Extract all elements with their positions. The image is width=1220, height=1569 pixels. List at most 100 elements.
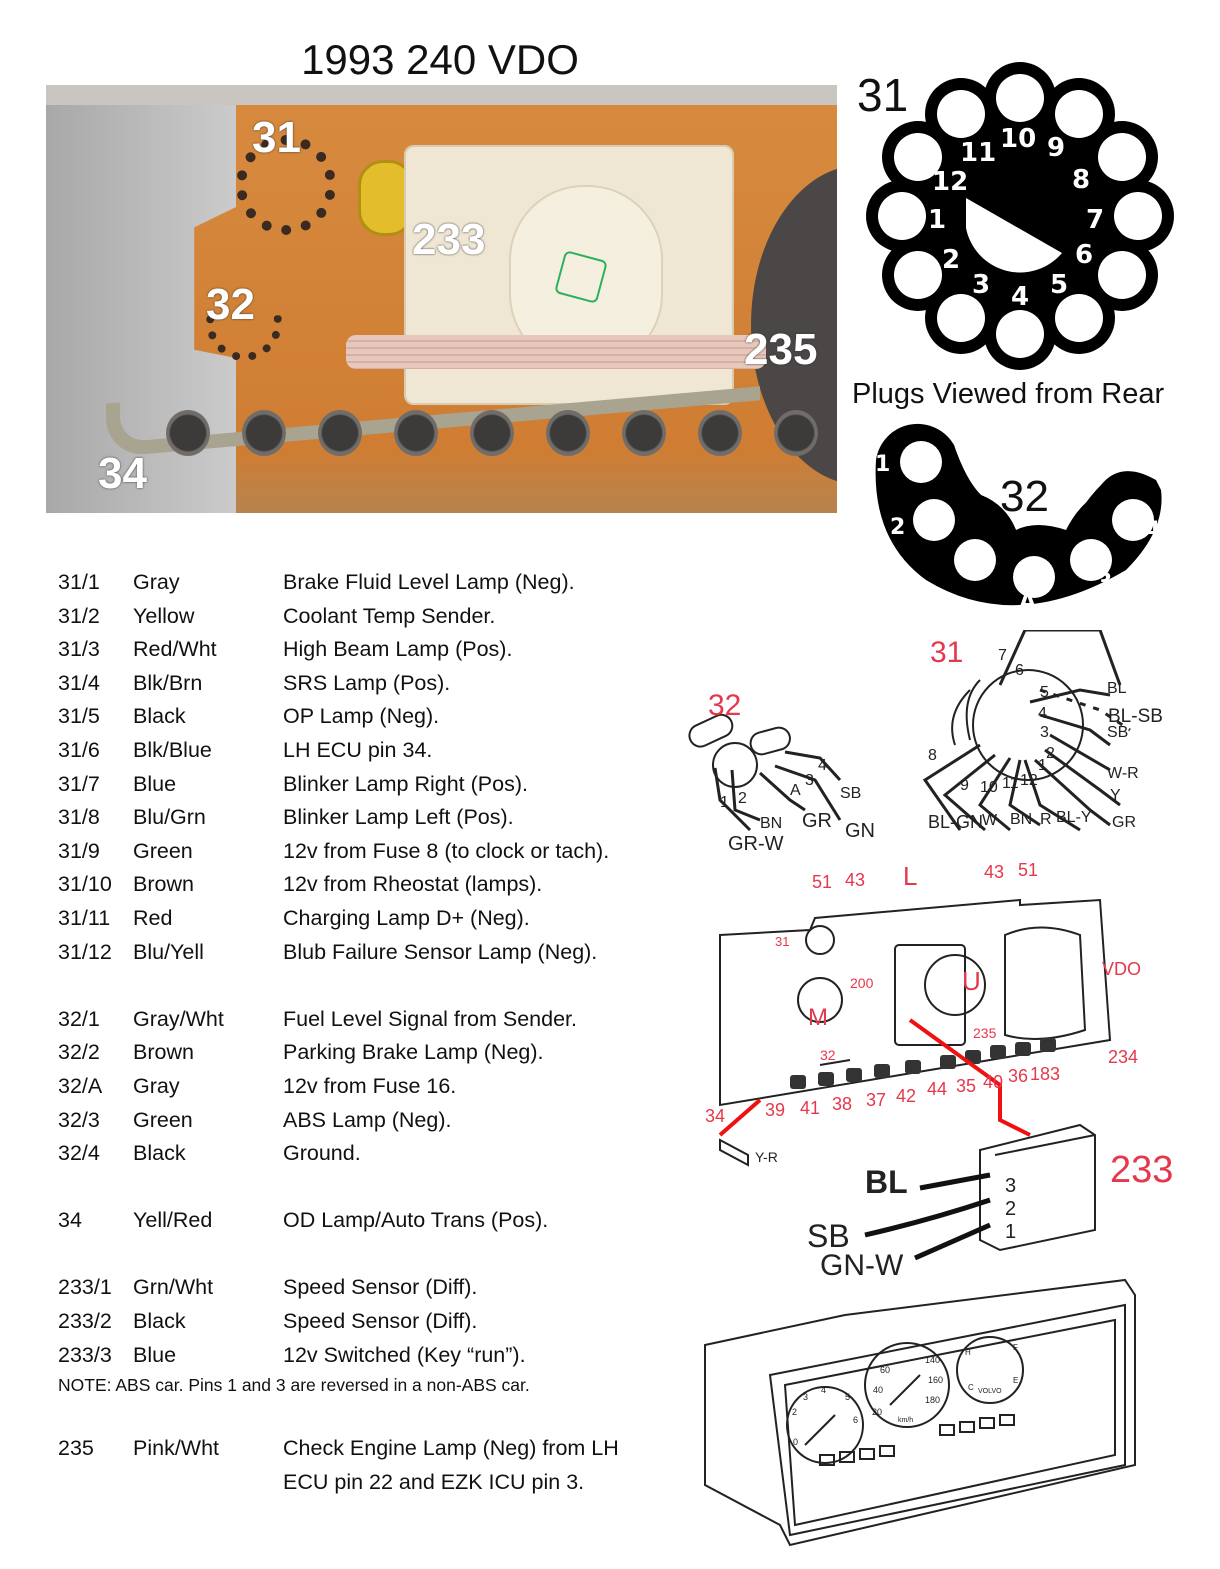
c32-wire-grw: GR-W (728, 833, 784, 855)
wire-color: Green (133, 838, 193, 863)
pin-id: 31/1 (58, 570, 100, 594)
plug-31-label: 31 (857, 69, 909, 121)
pin-id: 31/10 (58, 872, 112, 897)
pin-function: SRS Lamp (Pos). (283, 670, 451, 695)
board-label-42: 42 (896, 1086, 916, 1106)
board-label-183: 183 (1030, 1064, 1060, 1084)
board-label-34: 34 (705, 1106, 725, 1126)
board-label-41: 41 (800, 1098, 820, 1118)
abs-note: NOTE: ABS car. Pins 1 and 3 are reversed… (58, 1375, 530, 1396)
pin-function: Ground. (283, 1141, 361, 1166)
c31-wire-w: W (982, 812, 998, 829)
pin-id: 32/A (58, 1073, 103, 1098)
wire-color: Brown (133, 1040, 194, 1065)
wire-color: Blu/Grn (133, 805, 206, 830)
cluster-back-photo: 31 32 233 235 34 (46, 85, 837, 513)
plug31-pin-7: 7 (1086, 205, 1105, 235)
c31-pin-7: 7 (998, 647, 1007, 664)
board-label-235: 235 (973, 1025, 997, 1041)
board-label-vdo: VDO (1102, 959, 1141, 979)
plugs-caption: Plugs Viewed from Rear (852, 378, 1165, 410)
pin-id: 32/3 (58, 1107, 100, 1132)
plug32-pin-3: 3 (1097, 570, 1113, 595)
photo-label-32: 32 (206, 280, 255, 329)
plug31-pin-3: 3 (972, 270, 991, 300)
photo-label-235: 235 (744, 325, 818, 374)
plug31-pin-4: 4 (1011, 282, 1030, 312)
pin-id: 31/4 (58, 670, 100, 695)
board-label-40: 40 (983, 1072, 1003, 1092)
pin-id: 31/2 (58, 603, 100, 628)
plug31-pin-8: 8 (1072, 165, 1091, 195)
pin-function: Fuel Level Signal from Sender. (283, 1006, 577, 1031)
pin-function: Coolant Temp Sender. (283, 603, 496, 628)
table-row: 32/4 Black Ground. (58, 1137, 658, 1171)
c32-wire-bn: BN (760, 815, 782, 832)
wire-color: Red/Wht (133, 637, 217, 662)
plug32-pin-A: A (1019, 590, 1037, 615)
c32-pin-3: 3 (805, 772, 814, 789)
wire-34-label: Y-R (755, 1149, 778, 1165)
pin-function: Blinker Lamp Right (Pos). (283, 771, 528, 796)
w233-wire-sb: SB (807, 1218, 850, 1254)
wire-color: Black (133, 1141, 186, 1166)
bulb-socket-row (166, 410, 837, 460)
plug-31-rear-diagram (866, 62, 1174, 370)
plug-32-rear-diagram (875, 423, 1162, 606)
gauge-label-160: 160 (928, 1375, 943, 1385)
board-label-35: 35 (956, 1076, 976, 1096)
pin-id: 32/1 (58, 1006, 100, 1031)
c32-pin-2: 2 (738, 790, 747, 807)
wire-color: Black (133, 704, 186, 729)
wire-color: Yellow (133, 603, 195, 628)
gauge-label-5: 5 (845, 1392, 850, 1402)
gauge-label-4: 4 (821, 1385, 826, 1395)
board-label-234: 234 (1108, 1047, 1138, 1067)
gauge-label-20: 20 (872, 1407, 882, 1417)
pin-id: 34 (58, 1208, 82, 1233)
plug31-pin-5: 5 (1050, 270, 1069, 300)
bulb-socket (166, 410, 210, 456)
wire-color: Blue (133, 771, 177, 796)
board-label-44: 44 (927, 1079, 947, 1099)
gauge-label-e: E (1013, 1376, 1018, 1385)
c32-pin-1: 1 (720, 794, 729, 811)
wire-color: Blk/Brn (133, 670, 203, 695)
pin-id: 31/9 (58, 838, 100, 863)
plug32-pin-2: 2 (890, 515, 906, 540)
plug31-pin-12: 12 (932, 167, 969, 197)
pin-id: 233/3 (58, 1342, 112, 1367)
wire-color: Blk/Blue (133, 737, 212, 762)
c31-wire-bn: BN (1010, 811, 1032, 828)
wire-color: Yell/Red (133, 1208, 213, 1233)
w233-pin-3: 3 (1005, 1175, 1016, 1197)
pin-id: 31/5 (58, 704, 100, 729)
pin-function: 12v from Rheostat (lamps). (283, 872, 543, 897)
pin-function: Blub Failure Sensor Lamp (Neg). (283, 939, 598, 964)
pin-id: 32/4 (58, 1141, 100, 1166)
plug31-pin-6: 6 (1075, 240, 1094, 270)
gauge-label-volvo: VOLVO (978, 1388, 1002, 1395)
gauge-label-2: 2 (792, 1407, 797, 1417)
pin-function: 12v from Fuse 8 (to clock or tach). (283, 838, 610, 863)
pin-function: Charging Lamp D+ (Neg). (283, 905, 530, 930)
pin-function-continuation: ECU pin 22 and EZK ICU pin 3. (283, 1469, 585, 1494)
c31-pin-10: 10 (980, 779, 998, 796)
c31-wire-r: R (1040, 811, 1052, 828)
pin-function: LH ECU pin 34. (283, 737, 433, 762)
w233-wire-gnw: GN-W (820, 1249, 904, 1280)
board-label-37: 37 (866, 1090, 886, 1110)
wire-color: Blue (133, 1342, 177, 1367)
